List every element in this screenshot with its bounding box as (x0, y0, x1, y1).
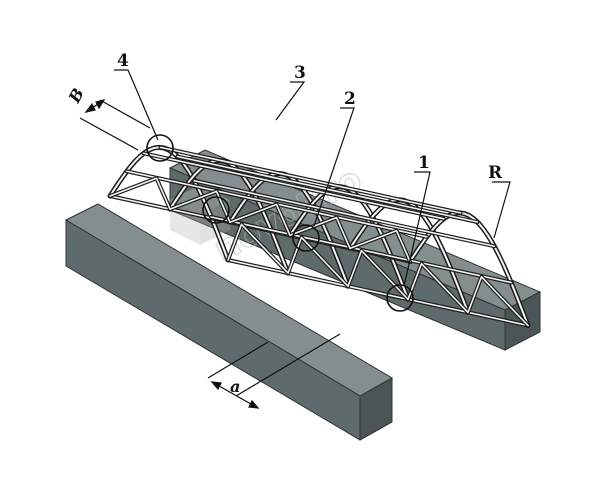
leader-R (492, 181, 511, 239)
longitudinal-rod-core (193, 179, 496, 248)
leader-2 (313, 107, 355, 227)
label-2: 2 (344, 89, 356, 109)
label-b: B (64, 85, 88, 107)
wire-frame (107, 144, 531, 328)
lattice-front-core (109, 177, 411, 263)
detail-circle-4 (146, 134, 174, 162)
detail-circle-1 (386, 284, 414, 312)
label-3: 3 (294, 63, 306, 83)
lattice-back-core (227, 223, 529, 327)
leader-1 (403, 171, 431, 287)
detail-circle-3 (202, 196, 230, 224)
dimension-a (207, 333, 341, 409)
leader-3 (275, 81, 306, 121)
label-4: 4 (117, 51, 129, 71)
label-1: 1 (418, 153, 430, 173)
left-beam (64, 203, 394, 441)
label-r: R (488, 163, 503, 183)
leader-4 (114, 69, 159, 141)
leader-lines (114, 69, 511, 287)
detail-markers (146, 134, 414, 312)
left-beam-end (359, 377, 393, 441)
longitudinal-rod-core (176, 155, 479, 223)
longitudinal-rod-core (227, 259, 529, 327)
detail-circle-2 (292, 224, 320, 252)
dimension-b (79, 99, 151, 151)
label-a: a (230, 377, 240, 396)
longitudinal-rod-core (142, 152, 445, 220)
longitudinal-rod-core (159, 146, 462, 214)
